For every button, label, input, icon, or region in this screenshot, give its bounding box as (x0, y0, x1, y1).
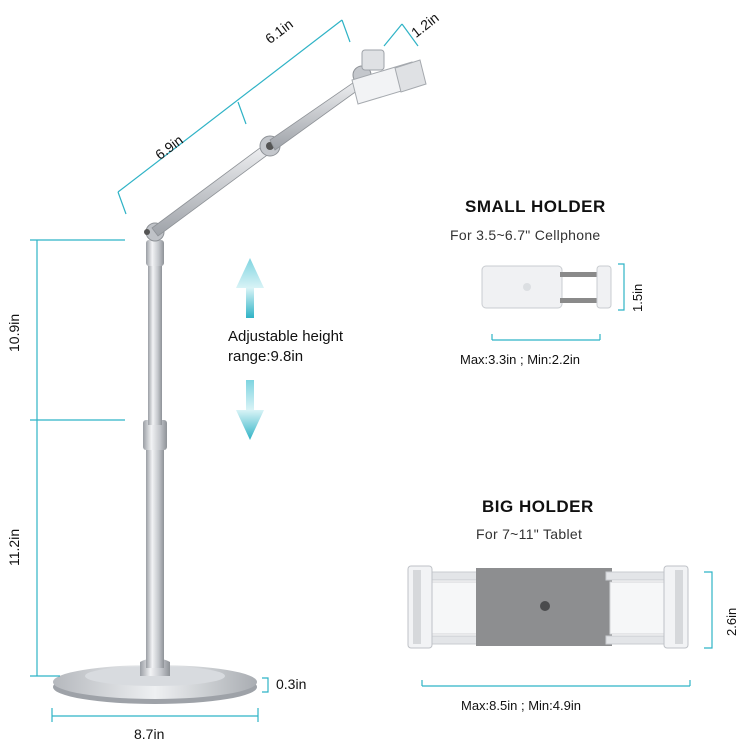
stand-arm (151, 65, 372, 237)
small-holder-title: SMALL HOLDER (465, 197, 606, 216)
small-holder-height-label: 1.5in (630, 283, 645, 312)
arm-phone-holder (351, 49, 427, 105)
small-holder-subtitle: For 3.5~6.7" Cellphone (450, 227, 601, 243)
big-holder-subtitle: For 7~11" Tablet (476, 526, 583, 542)
small-holder-image (481, 265, 612, 309)
stand-pole (143, 222, 167, 668)
adjustable-range-label: range:9.8in (228, 348, 304, 365)
big-holder-image (407, 565, 689, 649)
big-holder-range-label: Max:8.5in ; Min:4.9in (461, 698, 581, 713)
big-holder-title: BIG HOLDER (482, 497, 594, 516)
dimension-lines-stand (30, 19, 419, 722)
adjustable-height-label: Adjustable height (228, 328, 344, 345)
dimension-lines-big (421, 571, 713, 687)
double-arrow-icon (236, 258, 264, 440)
dimension-lines-small (491, 263, 625, 341)
small-holder-range-label: Max:3.3in ; Min:2.2in (460, 352, 580, 367)
lower-pole-height-label: 11.2in (6, 528, 22, 566)
base-height-label: 0.3in (276, 676, 307, 692)
big-holder-height-label: 2.6in (724, 607, 739, 636)
base-width-label: 8.7in (134, 726, 165, 742)
upper-pole-height-label: 10.9in (6, 313, 22, 352)
